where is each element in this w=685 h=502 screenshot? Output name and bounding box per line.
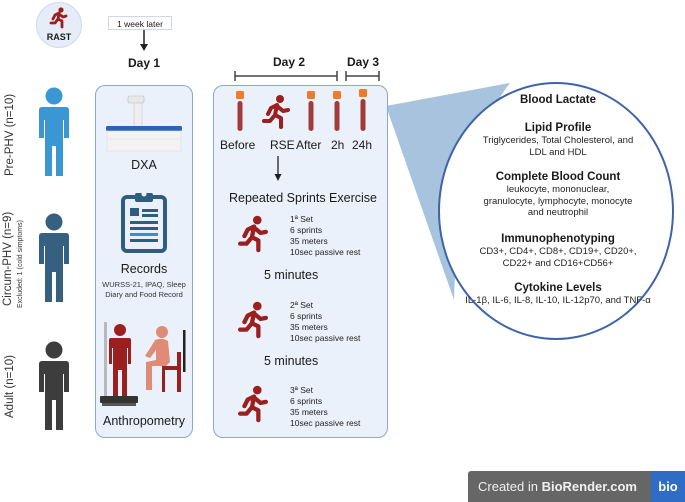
break-label: 5 minutes: [264, 354, 319, 368]
biorender-text[interactable]: Created in BioRender.com: [478, 471, 637, 502]
runner-icon: [238, 385, 268, 423]
timepoint-24h: 24h: [352, 138, 373, 152]
cytokine-body: IL-1β, IL-6, IL-8, IL-10, IL-12p70, and …: [465, 295, 651, 306]
runner-icon: [238, 215, 268, 253]
records-label: Records: [120, 262, 168, 276]
set-sprints: 6 sprints: [290, 311, 323, 321]
group-label-circum-phv: Circum-PHV (n=9): [2, 211, 14, 306]
interval-label: 1 week later: [108, 16, 172, 30]
immunophenotyping-body: CD3+, CD4+, CD8+, CD19+, CD20+, CD22+ an…: [479, 246, 637, 269]
day3-label: Day 3: [347, 55, 380, 69]
lipid-profile-body: Triglycerides, Total Cholesterol, and LD…: [482, 135, 634, 158]
set-distance: 35 meters: [290, 322, 328, 332]
watermark-prefix: Created in: [478, 479, 542, 494]
set-distance: 35 meters: [290, 407, 328, 417]
set-rest: 10sec passive rest: [290, 333, 361, 343]
set-name: 3ª Set: [290, 385, 313, 395]
set-sprints: 6 sprints: [290, 225, 323, 235]
dxa-scanner-icon: [106, 95, 182, 152]
day1-label: Day 1: [128, 56, 161, 70]
runner-icon: [262, 95, 290, 129]
group-label-pre-phv: Pre-PHV (n=10): [4, 93, 16, 176]
set-distance: 35 meters: [290, 236, 328, 246]
lipid-profile-title: Lipid Profile: [524, 122, 592, 134]
runner-icon: [238, 301, 268, 339]
arrow-down-icon: [274, 156, 282, 181]
arrow-down-icon: [140, 30, 148, 51]
runner-icon: [49, 7, 68, 29]
timepoint-rse: RSE: [270, 138, 295, 152]
cbc-title: Complete Blood Count: [495, 171, 621, 183]
cbc-body: leukocyte, mononuclear, granulocyte, lym…: [483, 184, 633, 218]
blood-tube-icon: [236, 91, 244, 131]
rse-title: Repeated Sprints Exercise: [229, 191, 377, 205]
clipboard-icon: [121, 191, 167, 253]
timepoint-2h: 2h: [331, 138, 345, 152]
set-rest: 10sec passive rest: [290, 418, 361, 428]
biorender-badge[interactable]: [468, 471, 685, 502]
records-detail: WURSS-21, IPAQ, Sleep Diary and Food Rec…: [102, 280, 186, 299]
timepoint-before: Before: [220, 138, 256, 152]
group-sub-circum-phv: Excluded: 1 (cold simptoms): [17, 220, 24, 308]
day2-label: Day 2: [273, 55, 306, 69]
set-rest: 10sec passive rest: [290, 247, 361, 257]
dxa-label: DXA: [131, 158, 157, 172]
rast-label: RAST: [46, 32, 72, 42]
anthropometry-icon: [100, 322, 186, 406]
blood-tube-icon: [333, 91, 341, 131]
timepoint-after: After: [296, 138, 322, 152]
set-3-info: 3ª Set 6 sprints 35 meters 10sec passive…: [290, 385, 360, 429]
cytokine-title: Cytokine Levels: [514, 282, 602, 294]
person-icon-adult: [39, 341, 69, 430]
set-2-info: 2ª Set 6 sprints 35 meters 10sec passive…: [290, 300, 360, 344]
blood-lactate-title: Blood Lactate: [519, 94, 597, 106]
blood-tube-icon: [359, 89, 367, 131]
watermark-brand: BioRender.com: [541, 479, 637, 494]
break-label: 5 minutes: [264, 268, 319, 282]
group-label-adult: Adult (n=10): [4, 355, 16, 418]
set-sprints: 6 sprints: [290, 396, 323, 406]
analyses-circle: [438, 82, 674, 340]
person-icon-pre-phv: [39, 87, 69, 176]
biorender-logo-icon[interactable]: bio: [651, 471, 685, 502]
set-name: 2ª Set: [290, 300, 313, 310]
anthropometry-label: Anthropometry: [103, 414, 185, 428]
person-icon-circum-phv: [39, 213, 69, 302]
timeline-brackets: [234, 71, 380, 81]
immunophenotyping-title: Immunophenotyping: [501, 233, 615, 245]
day2-panel: [213, 85, 388, 438]
set-1-info: 1ª Set 6 sprints 35 meters 10sec passive…: [290, 214, 360, 258]
set-name: 1ª Set: [290, 214, 313, 224]
blood-tube-icon: [307, 91, 315, 131]
